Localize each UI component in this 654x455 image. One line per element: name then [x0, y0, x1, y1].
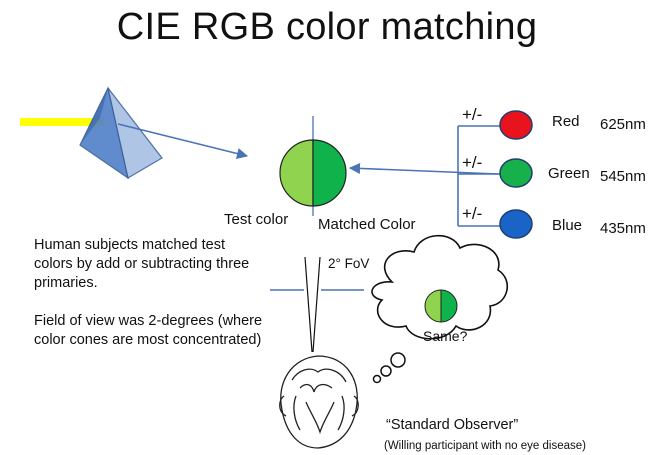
primaries-arrow — [348, 162, 499, 175]
green-primary-circle — [499, 158, 533, 188]
matched-color-label: Matched Color — [318, 216, 416, 233]
green-sign: +/- — [462, 153, 483, 172]
slide-title: CIE RGB color matching — [116, 6, 538, 48]
green-wavelength: 545nm — [600, 168, 646, 185]
light-beam — [20, 118, 104, 126]
small-split-circle — [424, 289, 458, 323]
blue-primary-circle — [499, 209, 533, 239]
green-name: Green — [548, 165, 590, 182]
blue-name: Blue — [552, 217, 583, 234]
red-name: Red — [552, 113, 580, 130]
test-color-label: Test color — [224, 211, 289, 228]
description-text: Human subjects matched test colors by ad… — [34, 236, 264, 369]
split-color-circle — [279, 139, 347, 207]
observer-label: “Standard Observer” — [386, 417, 519, 433]
red-wavelength: 625nm — [600, 116, 646, 133]
thought-bubble-text: Same? — [423, 328, 468, 344]
observer-note: (Willing participant with no eye disease… — [384, 440, 586, 452]
description-paragraph-1: Human subjects matched test colors by ad… — [34, 237, 250, 291]
red-primary-circle — [499, 110, 533, 140]
prism-arrow — [117, 123, 249, 160]
fov-label: 2° FoV — [328, 256, 370, 271]
observer-head-icon — [279, 355, 359, 449]
prism-icon — [79, 86, 163, 180]
blue-sign: +/- — [462, 204, 483, 223]
red-sign: +/- — [462, 105, 483, 124]
primaries-bracket — [457, 125, 500, 227]
fov-cone — [304, 256, 321, 353]
description-paragraph-2: Field of view was 2-degrees (where color… — [34, 313, 263, 348]
thought-bubble — [371, 234, 509, 384]
blue-wavelength: 435nm — [600, 220, 646, 237]
